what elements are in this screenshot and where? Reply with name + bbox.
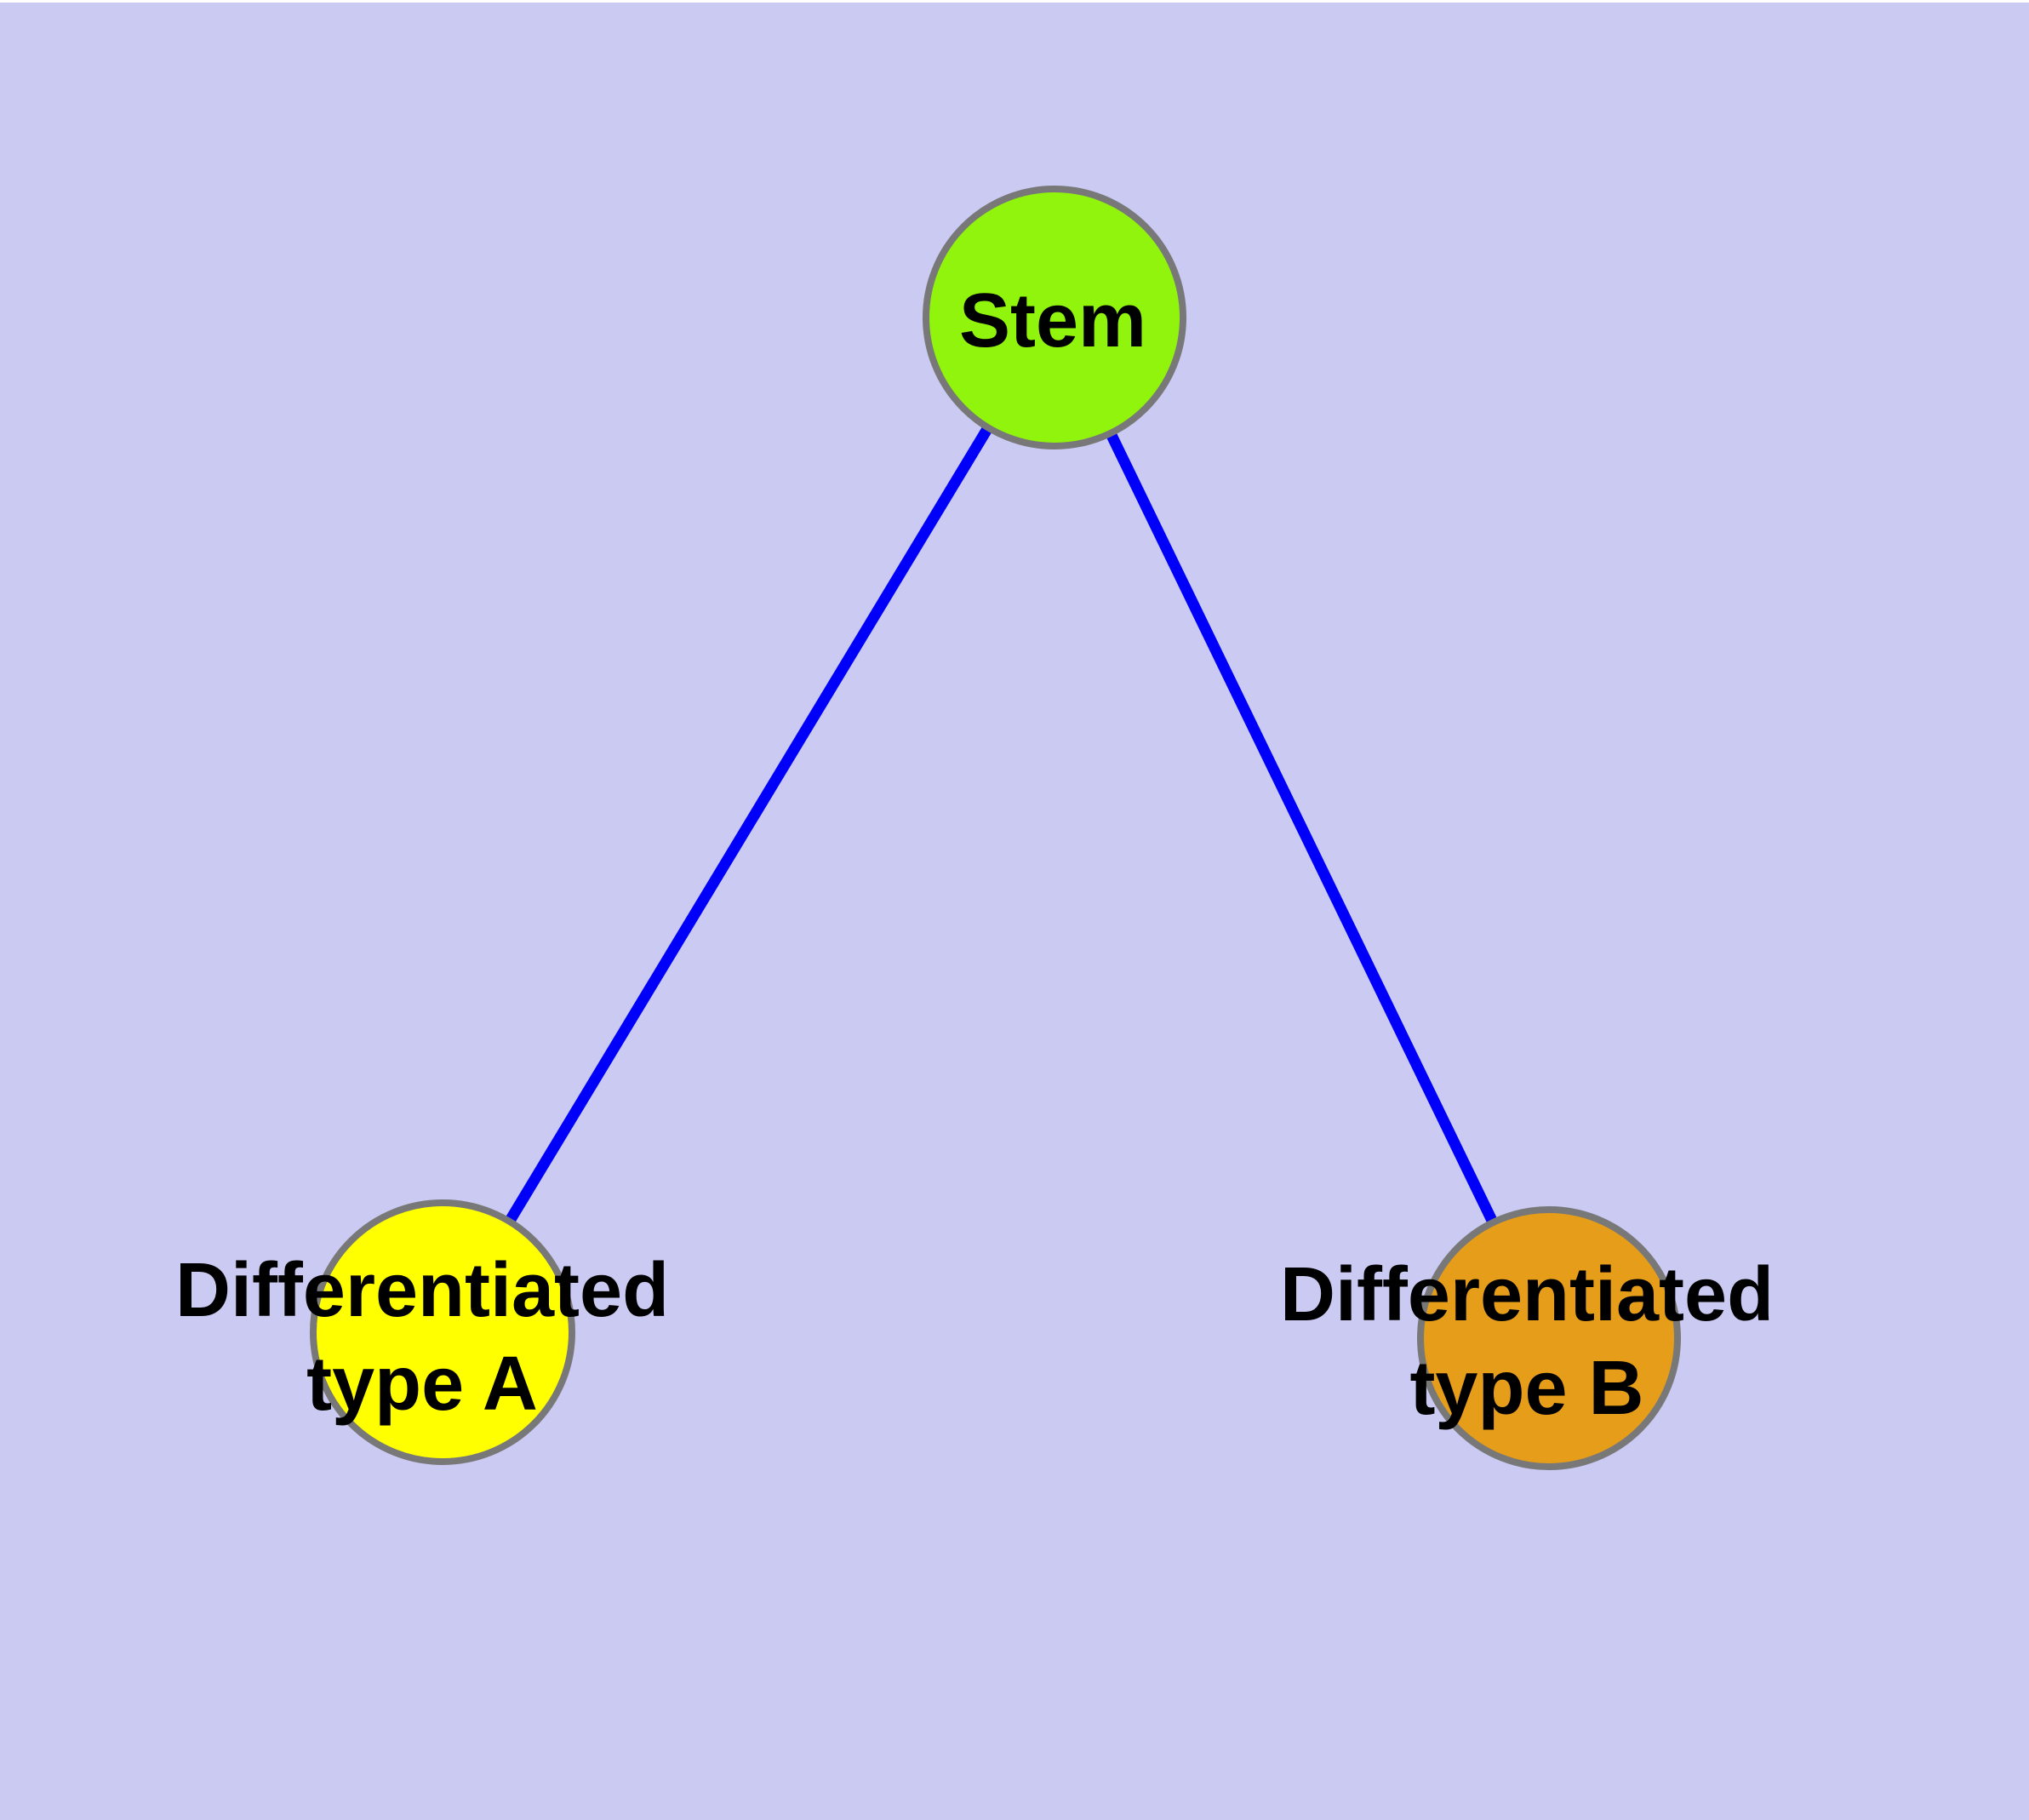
node-label-differentiated-type-a: Differentiated type A	[174, 1248, 670, 1427]
node-differentiated-type-b	[1417, 1206, 1681, 1470]
edge-stem-to-type-a	[437, 312, 1060, 1338]
node-differentiated-type-a	[310, 1199, 575, 1465]
node-label-stem: Stem	[958, 278, 1147, 363]
top-margin	[0, 0, 2029, 3]
node-label-differentiated-type-b: Differentiated type B	[1279, 1252, 1775, 1431]
node-stem	[923, 186, 1186, 449]
edge-stem-to-type-b	[1049, 312, 1555, 1344]
